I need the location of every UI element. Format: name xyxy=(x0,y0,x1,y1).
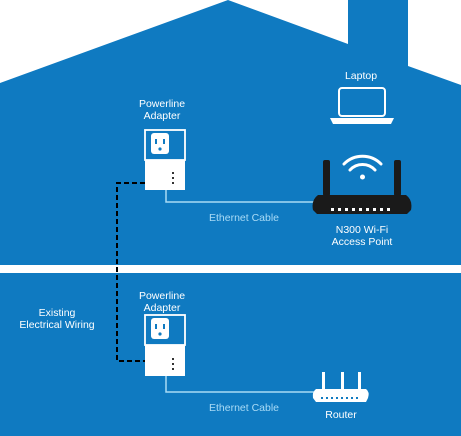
wiring-label-line1: Existing xyxy=(38,307,76,319)
access-point-label: N300 Wi-Fi Access Point xyxy=(332,224,393,248)
upper-adapter-label: Powerline Adapter xyxy=(139,98,185,122)
wifi-signal-icon xyxy=(342,154,383,180)
laptop-icon xyxy=(330,87,394,124)
wiring-label-line2: Electrical Wiring xyxy=(19,319,95,331)
access-point-label-line2: Access Point xyxy=(331,236,393,248)
upper-ethernet-cable xyxy=(165,190,314,203)
upper-powerline-adapter xyxy=(144,129,186,190)
upper-adapter-label-line1: Powerline xyxy=(138,98,186,110)
upper-adapter-label-line2: Adapter xyxy=(143,110,181,122)
wiring-label: Existing Electrical Wiring xyxy=(19,307,94,331)
upper-cable-label: Ethernet Cable xyxy=(208,212,280,224)
router-label: Router xyxy=(325,409,357,421)
lower-ethernet-cable xyxy=(165,376,314,393)
electrical-wiring-line xyxy=(116,182,145,362)
lower-floor-area xyxy=(0,273,461,436)
access-point-device xyxy=(312,160,412,214)
lower-cable-label: Ethernet Cable xyxy=(208,402,280,414)
access-point-label-line1: N300 Wi-Fi xyxy=(335,224,389,236)
router-device xyxy=(312,372,369,402)
lower-adapter-label: Powerline Adapter xyxy=(139,290,185,314)
lower-adapter-label-line1: Powerline xyxy=(138,290,186,302)
lower-powerline-adapter xyxy=(144,314,186,376)
lower-adapter-label-line2: Adapter xyxy=(143,302,181,314)
laptop-label: Laptop xyxy=(344,70,378,82)
